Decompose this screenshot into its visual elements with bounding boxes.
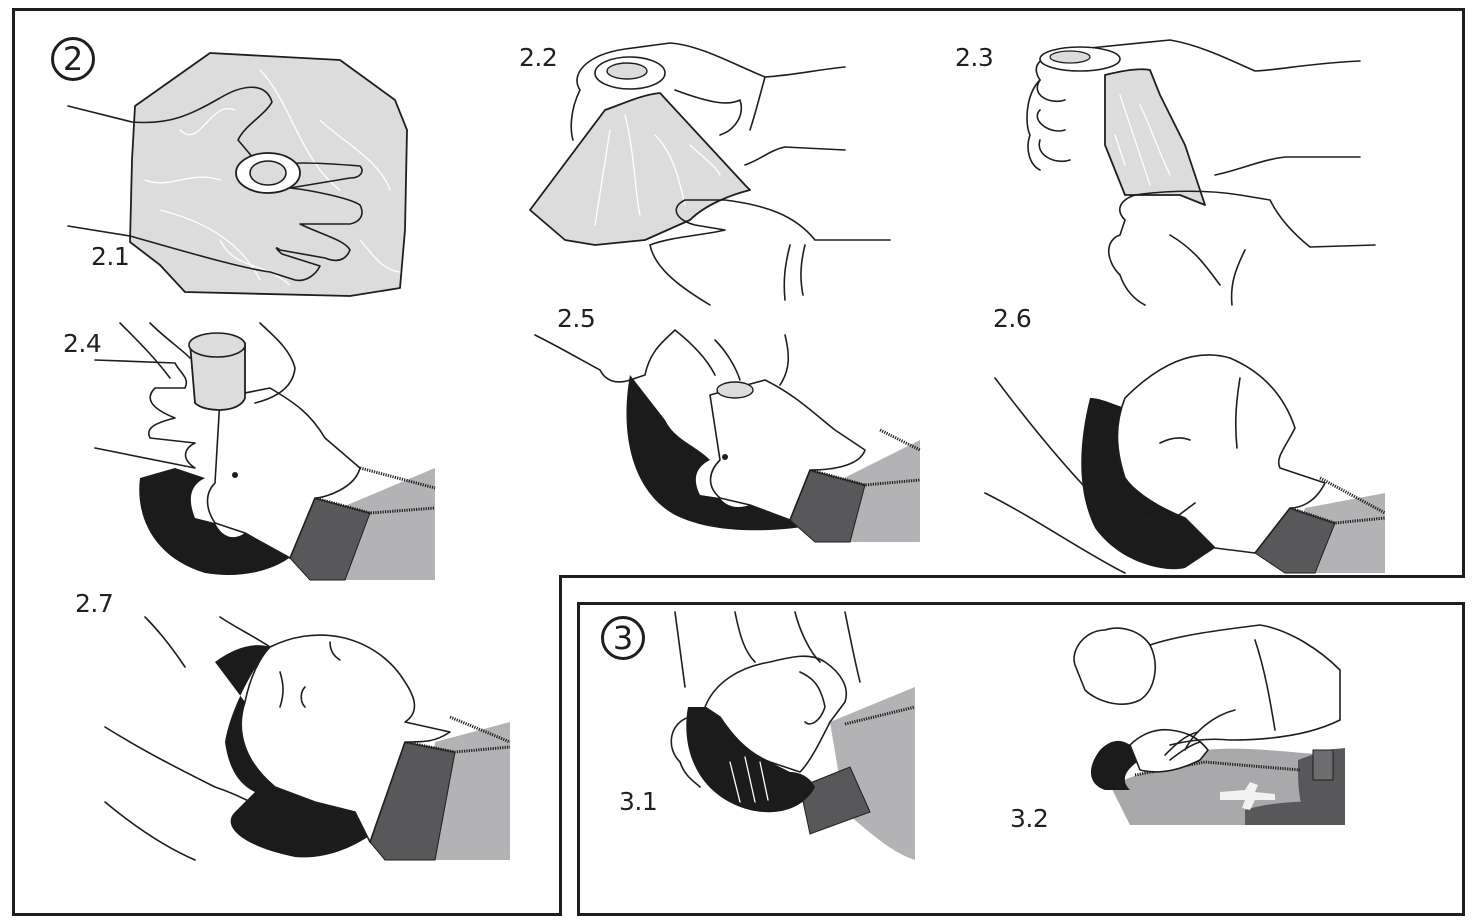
step-label-3-2: 3.2 [1010,804,1049,833]
illustration-2-3 [1010,35,1376,306]
head-tilt-with-shield-icon [104,616,511,861]
face-shield-icon [67,52,408,297]
illustration-2-7 [104,612,511,861]
illustration-2-2 [525,35,895,306]
illustration-2-4 [94,318,436,581]
section-2-badge: 2 [51,37,95,81]
step-label-2-1: 2.1 [91,242,130,271]
step-label-2-2: 2.2 [519,43,558,72]
valve-pressing-icon [534,329,921,543]
section-3-number: 3 [612,619,634,657]
illustration-3-1 [660,611,925,860]
valve-insertion-icon [94,322,436,581]
head-tilt-chin-lift-icon [670,611,916,860]
illustration-3-2 [1070,610,1350,825]
step-label-3-1: 3.1 [619,787,658,816]
step-label-2-5: 2.5 [557,304,596,333]
step-label-2-4: 2.4 [63,329,102,358]
illustration-2-6 [984,318,1386,574]
section-2-number: 2 [62,40,84,78]
step-label-2-6: 2.6 [993,304,1032,333]
step-label-2-7: 2.7 [75,589,114,618]
illustration-2-5 [534,310,925,543]
shield-spread-icon [984,354,1386,574]
hands-unfolding-shield-icon [529,42,891,306]
hands-folding-shield-icon [1026,39,1376,306]
section-2-frame [12,8,1465,916]
look-listen-feel-icon [1073,624,1345,825]
illustration-2-1 [60,40,420,300]
section-3-badge: 3 [601,616,645,660]
step-label-2-3: 2.3 [955,43,994,72]
section-3-frame [577,602,1465,916]
